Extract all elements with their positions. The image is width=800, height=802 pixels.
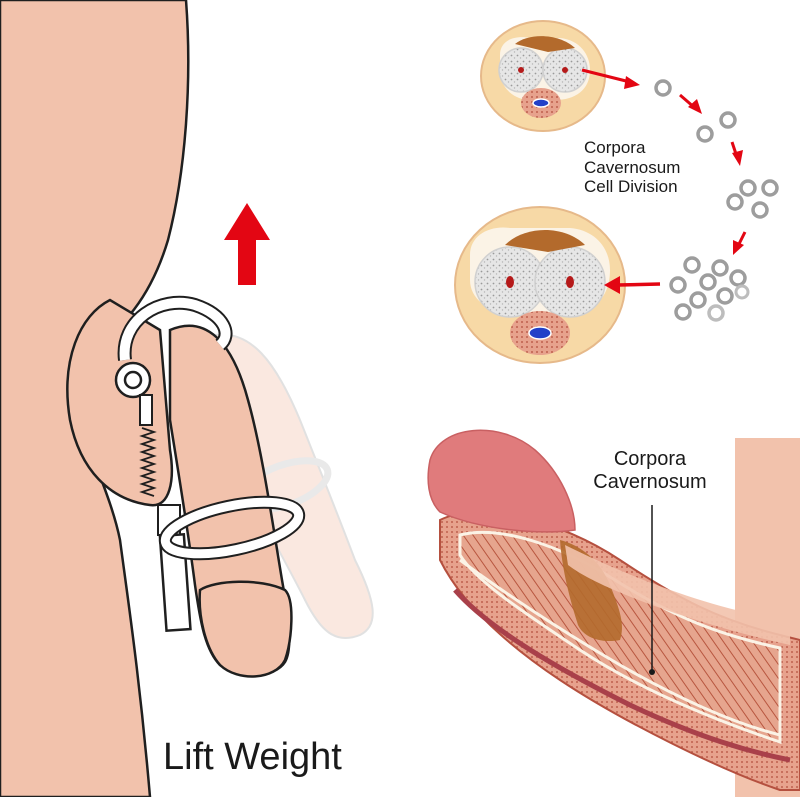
cell-division-sequence — [581, 68, 779, 322]
lift-weight-caption: Lift Weight — [163, 736, 342, 778]
device-top-ring — [158, 495, 306, 561]
cross-section-small — [480, 20, 606, 132]
cross-section-large — [454, 206, 626, 364]
glans — [198, 580, 293, 678]
lift-arrow-icon — [224, 203, 270, 285]
cell — [654, 79, 672, 97]
arrow-left-icon — [604, 276, 620, 294]
arrow-right-icon — [624, 76, 640, 89]
device-base-ring — [114, 295, 233, 399]
cell-division-label: Corpora Cavernosum Cell Division — [584, 138, 681, 197]
glans-section — [427, 429, 576, 533]
longitudinal-anatomy — [427, 429, 800, 797]
corpora-cavernosum-label: Corpora Cavernosum — [593, 448, 707, 493]
